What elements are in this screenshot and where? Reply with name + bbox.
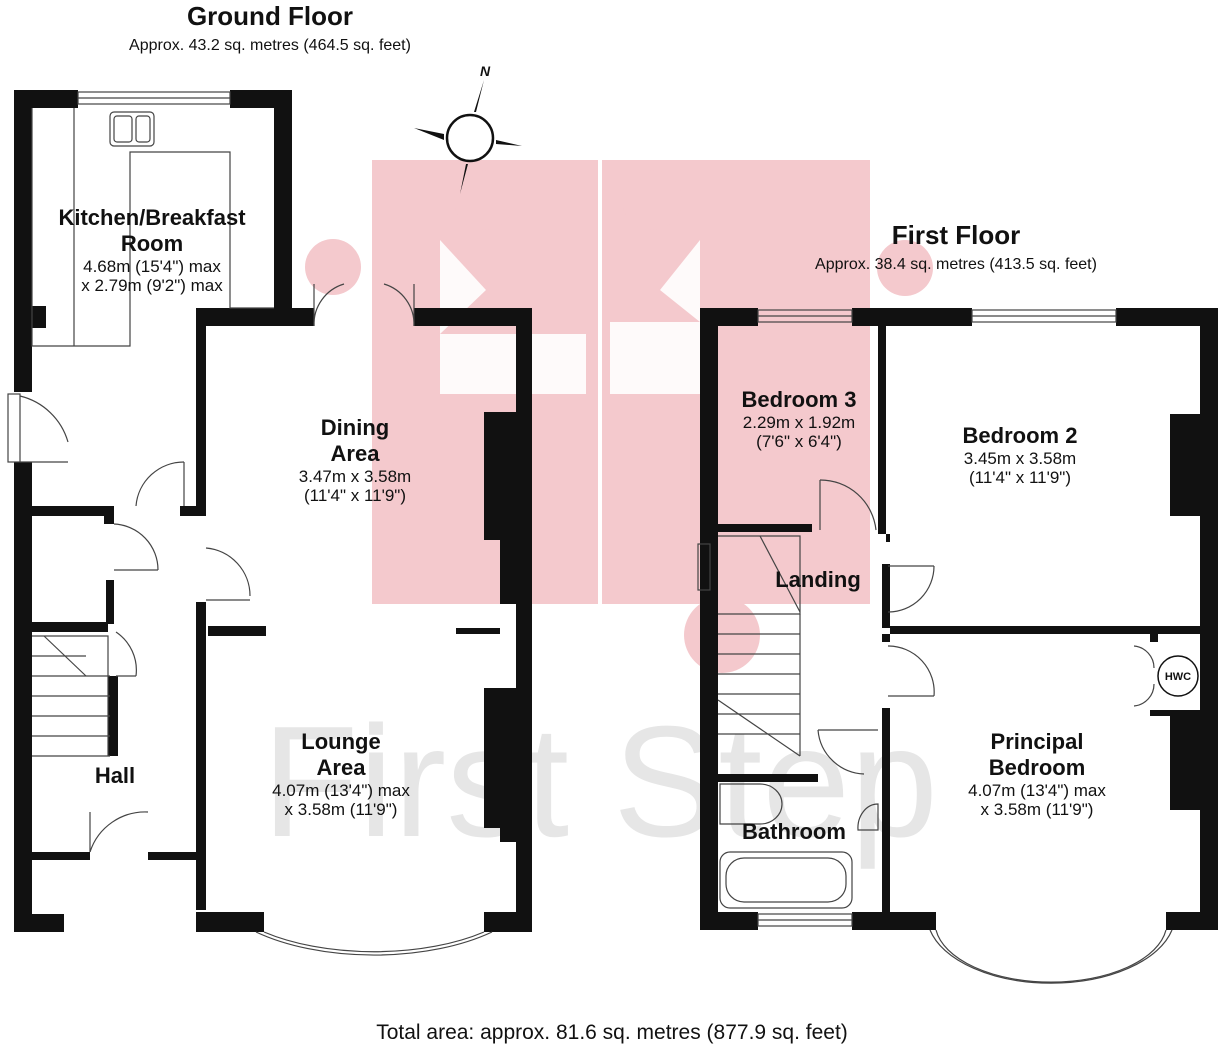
room-dining-dim-2: (11'4" x 11'9") — [303, 485, 407, 505]
room-kitchen-name-1: Kitchen/Breakfast — [58, 205, 246, 230]
first-floor-walls — [700, 308, 1218, 930]
room-dining-name-2: Area — [330, 441, 380, 467]
room-principal: Principal Bedroom 4.07m (13'4") max x 3.… — [932, 730, 1142, 820]
room-bathroom-name: Bathroom — [742, 819, 846, 844]
room-bedroom3: Bedroom 3 2.29m x 1.92m (7'6" x 6'4") — [716, 388, 882, 451]
room-lounge-name-1: Lounge — [301, 729, 381, 754]
room-kitchen-name-2: Room — [120, 231, 184, 257]
room-bedroom2: Bedroom 2 3.45m x 3.58m (11'4" x 11'9") — [930, 424, 1110, 487]
hwc-cylinder — [1157, 655, 1199, 697]
first-floor-fixtures — [697, 309, 1173, 984]
hwc-label: HWC — [1165, 671, 1191, 683]
room-hall-name: Hall — [94, 763, 136, 788]
room-dining-dim-1: 3.47m x 3.58m — [298, 467, 412, 487]
total-area: Total area: approx. 81.6 sq. metres (877… — [376, 1021, 848, 1044]
room-dining-name-1: Dining — [320, 415, 390, 440]
first-floor-title: First Floor — [891, 220, 1021, 250]
first-floor-area: Approx. 38.4 sq. metres (413.5 sq. feet) — [815, 256, 1097, 273]
room-kitchen: Kitchen/Breakfast Room 4.68m (15'4") max… — [22, 206, 282, 296]
room-dining: Dining Area 3.47m x 3.58m (11'4" x 11'9"… — [250, 416, 460, 506]
room-kitchen-dim-1: 4.68m (15'4") max — [83, 257, 221, 277]
ground-floor-walls — [14, 90, 532, 932]
logo-watermark — [305, 160, 933, 673]
room-lounge-name-2: Area — [316, 755, 366, 781]
room-kitchen-dim-2: x 2.79m (9'2") max — [81, 275, 223, 295]
room-bedroom3-dim-1: 2.29m x 1.92m — [742, 413, 856, 433]
room-lounge-dim-2: x 3.58m (11'9") — [284, 799, 398, 819]
compass-icon: N — [414, 63, 522, 194]
room-bedroom3-dim-2: (7'6" x 6'4") — [756, 431, 842, 451]
room-principal-dim-2: x 3.58m (11'9") — [980, 799, 1094, 819]
room-bedroom2-dim-2: (11'4" x 11'9") — [968, 467, 1072, 487]
ground-floor-title: Ground Floor — [186, 1, 354, 31]
ground-floor-area: Approx. 43.2 sq. metres (464.5 sq. feet) — [129, 37, 411, 54]
watermark-text: First Step — [262, 694, 938, 870]
room-principal-dim-1: 4.07m (13'4") max — [968, 781, 1106, 801]
ground-floor-fixtures — [7, 91, 493, 956]
compass-north-label: N — [480, 63, 491, 79]
room-lounge-dim-1: 4.07m (13'4") max — [272, 781, 410, 801]
room-bedroom2-dim-1: 3.45m x 3.58m — [963, 449, 1077, 469]
room-landing-name: Landing — [775, 567, 861, 592]
room-bedroom2-name: Bedroom 2 — [962, 423, 1078, 448]
room-principal-name-1: Principal — [990, 729, 1084, 754]
room-bedroom3-name: Bedroom 3 — [741, 387, 857, 412]
room-principal-name-2: Bedroom — [988, 755, 1086, 781]
room-lounge: Lounge Area 4.07m (13'4") max x 3.58m (1… — [236, 730, 446, 820]
